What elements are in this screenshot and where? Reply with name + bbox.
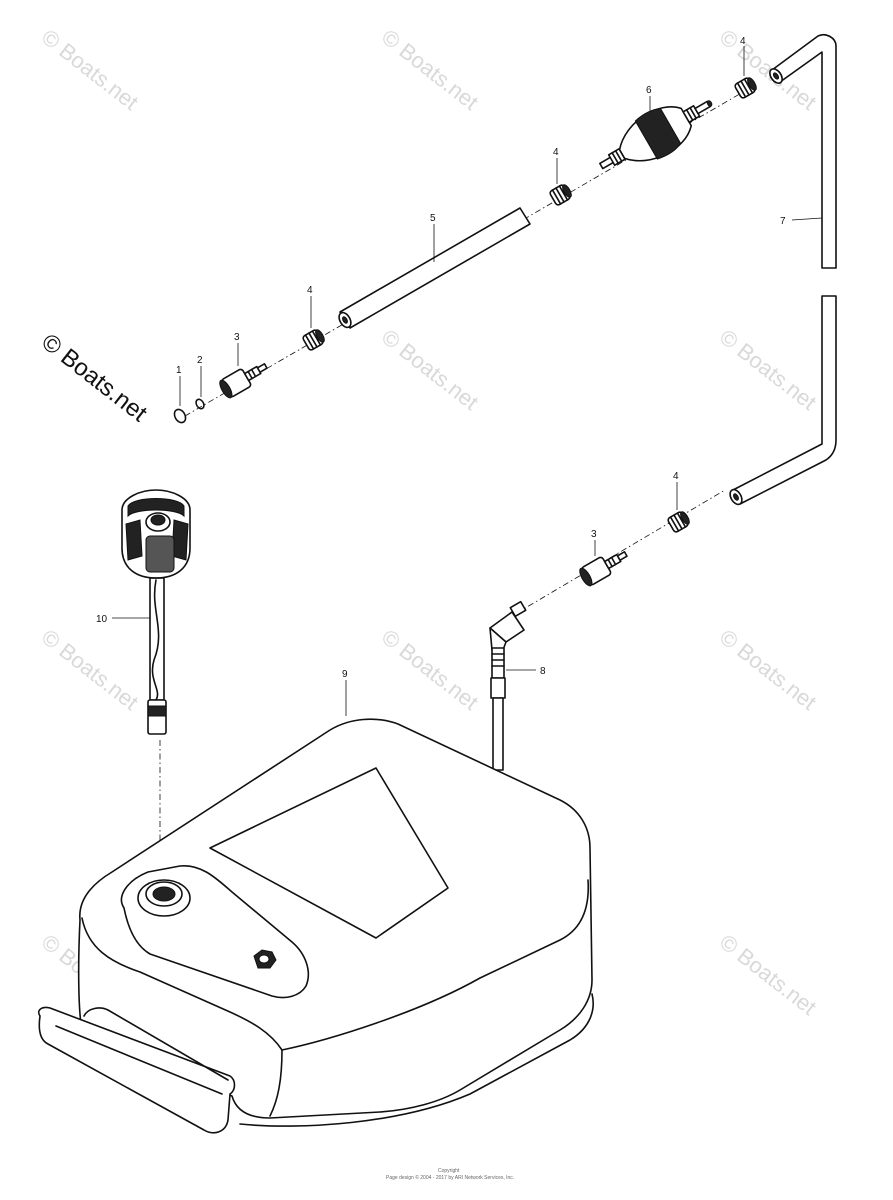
callouts: 1 2 3 4 5 4 6 4 7 4 3 8 9 10 — [96, 36, 786, 680]
callout-1: 1 — [176, 365, 182, 376]
callout-leaders — [112, 46, 823, 716]
part-4-hose-clamp — [549, 184, 572, 206]
callout-3: 3 — [591, 529, 597, 540]
callout-10: 10 — [96, 614, 108, 625]
watermark: © Boats.net — [377, 24, 483, 115]
part-3-connector-lower — [579, 551, 628, 587]
watermark: © Boats.net — [377, 624, 483, 715]
part-3-connector-upper — [219, 363, 268, 399]
part-1-o-ring — [173, 408, 187, 424]
callout-6: 6 — [646, 85, 652, 96]
watermark-main: © Boats.net — [36, 328, 152, 427]
callout-8: 8 — [540, 666, 546, 677]
part-7-fuel-hose-long — [729, 33, 837, 506]
part-6-primer-bulb — [599, 100, 713, 170]
watermark: © Boats.net — [37, 24, 143, 115]
part-5-fuel-hose — [338, 207, 531, 329]
watermark: © Boats.net — [715, 624, 821, 715]
part-9-fuel-tank — [37, 718, 594, 1134]
watermark: © Boats.net — [715, 324, 821, 415]
callout-4: 4 — [740, 36, 746, 47]
callout-3: 3 — [234, 332, 240, 343]
part-8-fuel-pickup-elbow — [489, 600, 527, 771]
copyright-label: Copyright — [438, 1168, 460, 1174]
watermark: © Boats.net — [37, 624, 143, 715]
watermark: © Boats.net — [377, 324, 483, 415]
callout-5: 5 — [430, 213, 436, 224]
callout-7: 7 — [780, 216, 786, 227]
watermark: © Boats.net — [715, 24, 821, 115]
callout-4: 4 — [673, 471, 679, 482]
part-10-fuel-gauge — [121, 489, 191, 735]
callout-4: 4 — [307, 285, 313, 296]
copyright-notice: Page design © 2004 - 2017 by ARI Network… — [386, 1174, 514, 1181]
callout-2: 2 — [197, 355, 203, 366]
copyright-footer: Copyright Page design © 2004 - 2017 by A… — [386, 1168, 514, 1181]
callout-9: 9 — [342, 669, 348, 680]
part-4-hose-clamp — [667, 511, 690, 533]
part-2-washer — [195, 398, 205, 410]
part-4-hose-clamp — [302, 329, 325, 351]
watermark: © Boats.net — [715, 929, 821, 1020]
callout-4: 4 — [553, 147, 559, 158]
part-4-hose-clamp — [734, 77, 757, 99]
